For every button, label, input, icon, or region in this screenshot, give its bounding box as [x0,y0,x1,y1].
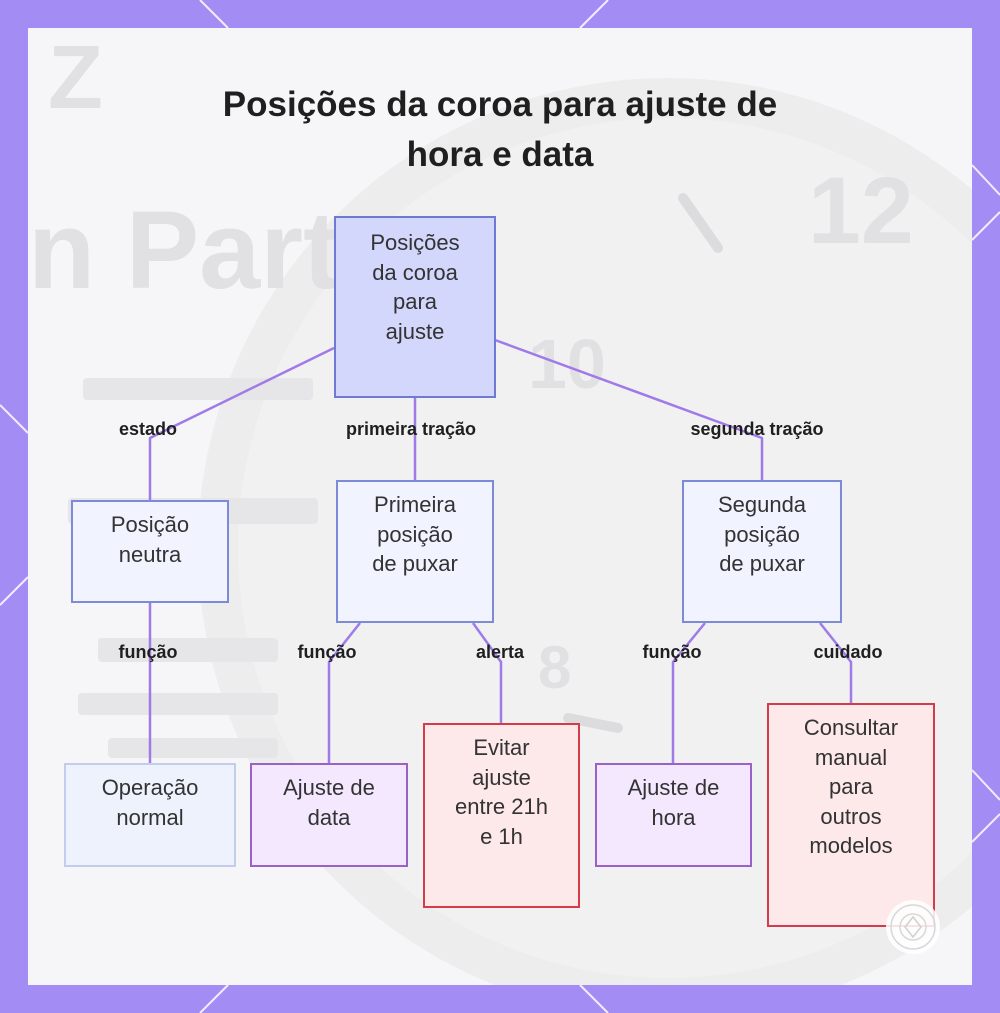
node-root-crown-positions: Posições da coroa para ajuste [334,216,496,398]
edge-label-primeira-tracao: primeira tração [345,419,477,439]
edge-label-cuidado: cuidado [813,642,883,662]
node-neutral-position: Posição neutra [71,500,229,603]
node-normal-operation: Operação normal [64,763,236,867]
logo-watermark-icon [886,900,940,954]
edge-label-alerta: alerta [475,642,525,662]
edge-funcao-first [327,622,361,763]
node-consult-manual: Consultar manual para outros modelos [767,703,935,927]
edge-label-funcao-first: função [297,642,357,662]
svg-text:8: 8 [538,634,571,701]
edge-label-estado: estado [118,419,178,439]
edge-cuidado [819,622,853,703]
svg-text:Z: Z [48,28,103,128]
edge-estado [148,346,335,500]
diagram-title: Posições da coroa para ajuste de hora e … [0,80,1000,180]
svg-text:12: 12 [808,158,914,264]
node-second-pull-position: Segunda posição de puxar [682,480,842,623]
title-line-1: Posições da coroa para ajuste de [222,85,778,124]
node-date-adjust: Ajuste de data [250,763,408,867]
edge-label-funcao-second: função [642,642,702,662]
edge-label-segunda-tracao: segunda tração [690,419,824,439]
svg-text:10: 10 [528,325,606,403]
edge-segunda [494,338,764,480]
edge-alerta [471,622,503,723]
node-avoid-adjust-warning: Evitar ajuste entre 21h e 1h [423,723,580,908]
edge-funcao-second [671,622,706,763]
edge-label-funcao-neutral: função [118,642,178,662]
node-time-adjust: Ajuste de hora [595,763,752,867]
node-first-pull-position: Primeira posição de puxar [336,480,494,623]
title-line-2: hora e data [406,135,594,174]
